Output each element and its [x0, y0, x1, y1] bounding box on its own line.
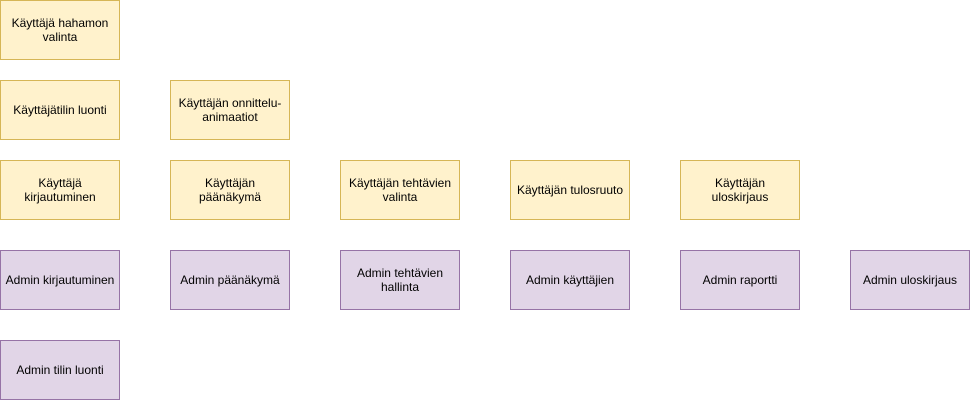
user-task-selection-box: Käyttäjän tehtävien valinta	[340, 160, 460, 220]
user-avatar-selection-label: Käyttäjä hahamon valinta	[11, 16, 109, 44]
user-account-creation-box: Käyttäjätilin luonti	[0, 80, 120, 140]
user-login-box: Käyttäjä kirjautuminen	[0, 160, 120, 220]
user-congrats-animations-box: Käyttäjän onnittelu- animaatiot	[170, 80, 290, 140]
admin-main-view-box: Admin päänäkymä	[170, 250, 290, 310]
user-results-screen-box: Käyttäjän tulosruuto	[510, 160, 630, 220]
admin-report-box: Admin raportti	[680, 250, 800, 310]
admin-users-label: Admin käyttäjien	[525, 273, 615, 287]
admin-users-box: Admin käyttäjien	[510, 250, 630, 310]
user-congrats-animations-label: Käyttäjän onnittelu- animaatiot	[178, 96, 282, 124]
user-main-view-label: Käyttäjän päänäkymä	[198, 176, 262, 204]
user-logout-label: Käyttäjän uloskirjaus	[711, 176, 769, 204]
user-login-label: Käyttäjä kirjautuminen	[24, 176, 96, 204]
user-logout-box: Käyttäjän uloskirjaus	[680, 160, 800, 220]
admin-login-box: Admin kirjautuminen	[0, 250, 120, 310]
admin-logout-label: Admin uloskirjaus	[862, 273, 958, 287]
admin-report-label: Admin raportti	[702, 273, 778, 287]
user-avatar-selection-box: Käyttäjä hahamon valinta	[0, 0, 120, 60]
admin-account-creation-box: Admin tilin luonti	[0, 340, 120, 400]
admin-logout-box: Admin uloskirjaus	[850, 250, 970, 310]
user-main-view-box: Käyttäjän päänäkymä	[170, 160, 290, 220]
admin-task-management-box: Admin tehtävien hallinta	[340, 250, 460, 310]
user-account-creation-label: Käyttäjätilin luonti	[13, 103, 107, 117]
admin-task-management-label: Admin tehtävien hallinta	[356, 266, 444, 294]
user-results-screen-label: Käyttäjän tulosruuto	[516, 183, 624, 197]
admin-login-label: Admin kirjautuminen	[5, 273, 115, 287]
admin-account-creation-label: Admin tilin luonti	[16, 363, 104, 377]
admin-main-view-label: Admin päänäkymä	[180, 273, 280, 287]
user-task-selection-label: Käyttäjän tehtävien valinta	[348, 176, 452, 204]
